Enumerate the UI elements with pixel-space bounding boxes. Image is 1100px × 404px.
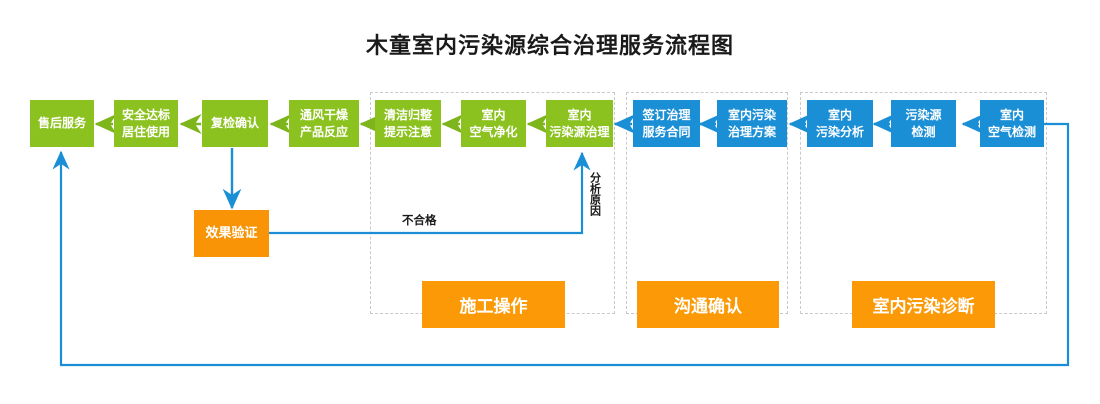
group-label-construction-operation[interactable]: 施工操作 [422,281,565,328]
node-after-sales-service[interactable]: 售后服务 [30,100,94,147]
node-clean-tidy-notice[interactable]: 清洁归整 提示注意 [375,100,441,147]
node-ventilate-dry-product-reaction[interactable]: 通风干燥 产品反应 [289,100,359,147]
page-title: 木童室内污染源综合治理服务流程图 [365,34,734,59]
node-effect-verification[interactable]: 效果验证 [194,210,269,257]
node-indoor-air-purification[interactable]: 室内 空气净化 [461,100,526,147]
edge-label-unqualified: 不合格 [402,213,437,227]
group-label-communication-confirmation[interactable]: 沟通确认 [637,281,779,328]
group-label-indoor-pollution-diagnosis[interactable]: 室内污染诊断 [852,281,995,328]
edge-label-analyze-cause: 分析原因 [588,172,602,216]
node-indoor-pollution-source-treatment[interactable]: 室内 污染源治理 [546,100,613,147]
node-pollution-source-detection[interactable]: 污染源 检测 [891,100,956,147]
node-sign-treatment-service-contract[interactable]: 签订治理 服务合同 [633,100,700,147]
node-safe-standard-occupancy[interactable]: 安全达标 居住使用 [114,100,178,147]
node-indoor-air-detection[interactable]: 室内 空气检测 [980,100,1044,147]
node-recheck-confirm[interactable]: 复检确认 [202,100,268,147]
node-indoor-pollution-analysis[interactable]: 室内 污染分析 [807,100,873,147]
node-indoor-pollution-treatment-plan[interactable]: 室内污染 治理方案 [717,100,787,147]
